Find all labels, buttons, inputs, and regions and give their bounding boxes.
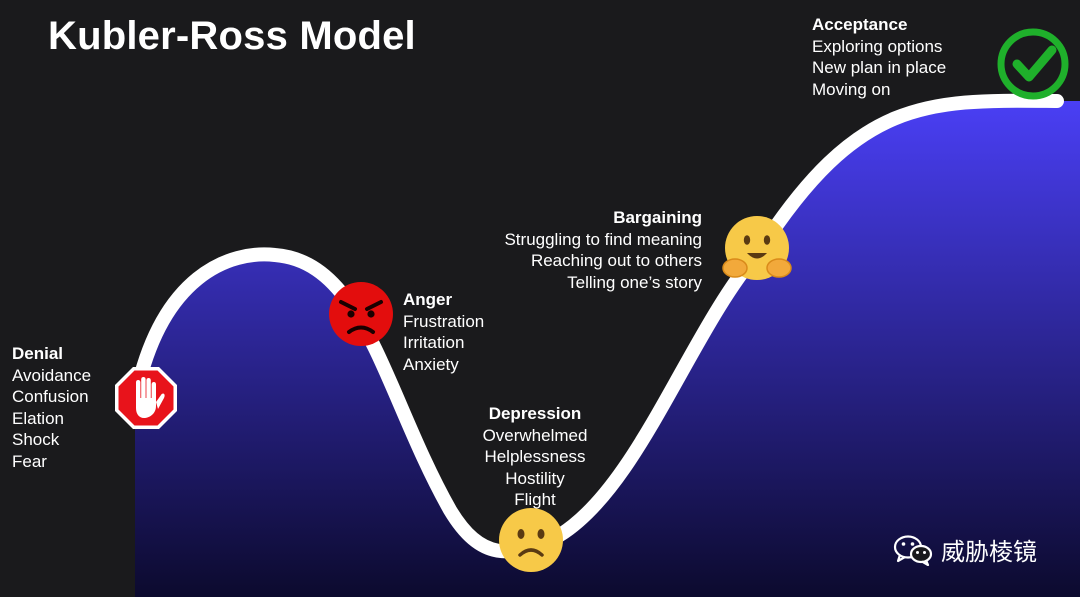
stage-anger-item: Frustration (403, 311, 485, 331)
stage-acceptance-item: Moving on (812, 79, 891, 99)
check-mark-icon (997, 28, 1069, 100)
stage-denial-title: Denial (12, 344, 64, 363)
stage-denial-item: Avoidance (12, 365, 92, 385)
wechat-icon (893, 534, 933, 566)
stage-denial: Denial Avoidance Confusion Elation Shock… (12, 343, 91, 472)
stage-bargaining-title: Bargaining (613, 208, 702, 227)
stage-depression-title: Depression (488, 404, 582, 423)
watermark: 威胁棱镜 (893, 532, 1037, 567)
watermark-text: 威胁棱镜 (941, 538, 1037, 566)
stage-denial-item: Fear (12, 451, 47, 471)
stage-acceptance-item: New plan in place (812, 58, 947, 77)
area-under-curve (135, 100, 1080, 597)
stage-anger-item: Anxiety (403, 354, 459, 374)
stage-bargaining-item: Telling one’s story (567, 272, 702, 292)
stage-depression-item: Hostility (505, 468, 565, 488)
stage-depression-item: Overwhelmed (482, 425, 588, 445)
stage-anger: Anger Frustration Irritation Anxiety (403, 289, 484, 375)
stage-denial-item: Confusion (12, 387, 89, 406)
frowning-face-icon (499, 508, 563, 572)
stage-anger-item: Irritation (403, 333, 465, 352)
stage-bargaining-item: Struggling to find meaning (504, 229, 702, 249)
stage-depression: Depression Overwhelmed Helplessness Host… (455, 403, 615, 511)
page-title: Kubler-Ross Model (48, 14, 416, 58)
stage-bargaining: Bargaining Struggling to find meaning Re… (452, 207, 702, 293)
stage-depression-item: Helplessness (484, 447, 586, 466)
stage-acceptance: Acceptance Exploring options New plan in… (812, 14, 946, 100)
stage-denial-item: Shock (12, 430, 60, 449)
stage-acceptance-item: Exploring options (812, 36, 943, 56)
stop-hand-icon (115, 367, 177, 429)
stage-bargaining-item: Reaching out to others (530, 251, 702, 270)
angry-face-icon (329, 282, 393, 346)
stage-denial-item: Elation (12, 408, 64, 428)
stage-acceptance-title: Acceptance (812, 15, 908, 34)
hugging-face-icon (722, 216, 792, 280)
stage-depression-item: Flight (514, 490, 556, 509)
stage-anger-title: Anger (403, 290, 453, 309)
